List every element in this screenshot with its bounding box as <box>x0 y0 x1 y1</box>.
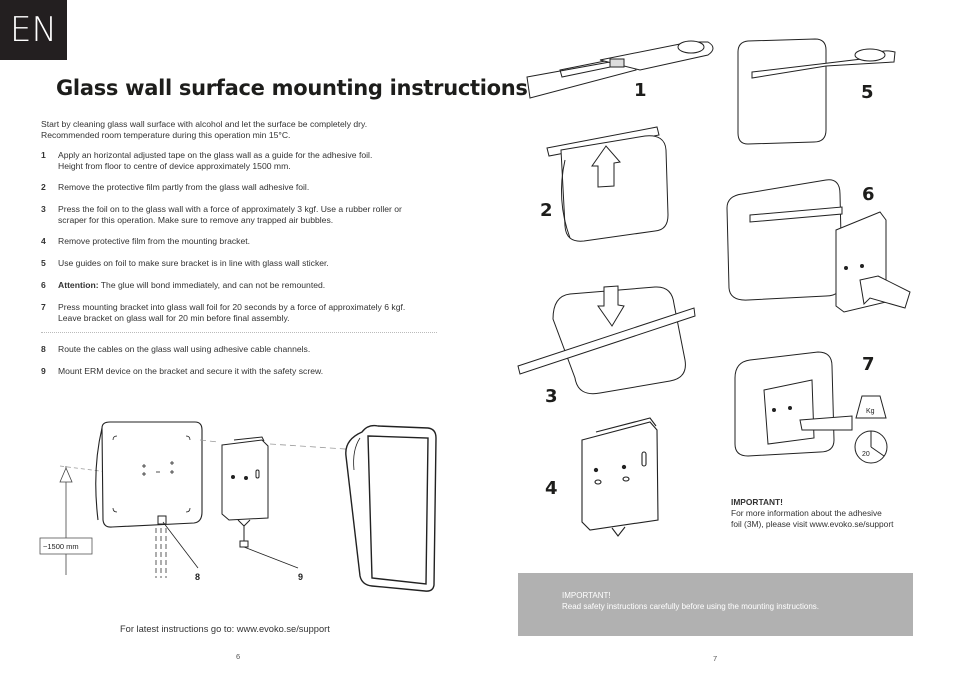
figure-number-3: 3 <box>545 386 558 407</box>
attention-label: Attention: <box>58 280 99 291</box>
figure-number-1: 1 <box>634 80 647 101</box>
step-8: 8 Route the cables on the glass wall usi… <box>41 344 451 355</box>
step-line: Remove protective film from the mounting… <box>58 236 251 247</box>
attention-text: The glue will bond immediately, and can … <box>98 280 326 291</box>
note-line: For more information about the adhesive <box>731 508 882 518</box>
intro-line: Recommended room temperature during this… <box>41 129 291 140</box>
step-line: Height from floor to centre of device ap… <box>58 160 291 171</box>
step-number: 7 <box>41 302 46 313</box>
step-number: 5 <box>41 258 46 269</box>
step-4: 4 Remove protective film from the mounti… <box>41 236 451 247</box>
note-line: foil (3M), please visit www.evoko.se/sup… <box>731 519 894 529</box>
safety-notice-box: IMPORTANT! Read safety instructions care… <box>518 573 913 636</box>
step-line: Press the foil on to the glass wall with… <box>58 204 402 215</box>
step-6: 6 Attention: The glue will bond immediat… <box>41 280 451 291</box>
diagram-label-9: 9 <box>298 572 303 582</box>
step-number: 9 <box>41 365 46 376</box>
support-link-text: For latest instructions go to: www.evoko… <box>120 624 330 634</box>
height-label: ~1500 mm <box>43 542 79 551</box>
step-line: Attention: The glue will bond immediatel… <box>58 280 451 291</box>
step-number: 2 <box>41 182 46 193</box>
adhesive-info-note: IMPORTANT! For more information about th… <box>731 497 921 530</box>
weight-unit: Kg <box>866 408 875 415</box>
figure-3-scraper <box>517 285 696 395</box>
step-line: Route the cables on the glass wall using… <box>58 344 311 354</box>
height-indicator <box>39 465 109 575</box>
step-number: 6 <box>41 280 46 291</box>
step-line: Apply an horizontal adjusted tape on the… <box>58 150 373 160</box>
figure-6-press-bracket <box>726 179 911 313</box>
step-line: Leave bracket on glass wall for 20 min b… <box>58 312 290 323</box>
step-line: scraper for this operation. Make sure to… <box>58 214 334 225</box>
safety-heading: IMPORTANT! <box>562 591 611 600</box>
note-heading: IMPORTANT! <box>731 497 783 507</box>
figure-number-5: 5 <box>861 82 874 103</box>
step-7: 7 Press mounting bracket into glass wall… <box>41 302 451 323</box>
timer-value: 20 <box>862 451 870 458</box>
figure-1-tape-level <box>526 40 714 99</box>
step-number: 4 <box>41 236 46 247</box>
cable-channel-drawing <box>155 528 167 578</box>
step-line: Press mounting bracket into glass wall f… <box>58 302 406 313</box>
figure-number-2: 2 <box>540 200 553 221</box>
figure-2-foil <box>546 126 669 242</box>
section-divider <box>41 332 437 333</box>
step-line: Use guides on foil to make sure bracket … <box>58 258 329 269</box>
figure-4-bracket <box>581 417 659 537</box>
step-1: 1 Apply an horizontal adjusted tape on t… <box>41 150 451 171</box>
figure-number-4: 4 <box>545 478 558 499</box>
figure-number-7: 7 <box>862 354 875 375</box>
figure-number-6: 6 <box>862 184 875 205</box>
intro-text: Start by cleaning glass wall surface wit… <box>41 119 441 140</box>
page-number-left: 6 <box>236 652 241 661</box>
erm-device-drawing <box>345 424 437 592</box>
step-9: 9 Mount ERM device on the bracket and se… <box>41 366 451 377</box>
step-3: 3 Press the foil on to the glass wall wi… <box>41 204 451 225</box>
language-tab: EN <box>0 0 67 60</box>
step-number: 8 <box>41 344 46 354</box>
safety-text: Read safety instructions carefully befor… <box>562 602 820 611</box>
page-title: Glass wall surface mounting instructions… <box>56 76 536 100</box>
steps-list-cables: 8 Route the cables on the glass wall usi… <box>41 344 451 377</box>
steps-list: 1 Apply an horizontal adjusted tape on t… <box>41 150 451 324</box>
step-line: Mount ERM device on the bracket and secu… <box>58 365 324 376</box>
diagram-label-8: 8 <box>195 572 200 582</box>
step-number: 1 <box>41 150 46 160</box>
mounting-bracket-drawing <box>221 436 269 527</box>
page-number-right: 7 <box>713 654 718 663</box>
intro-line: Start by cleaning glass wall surface wit… <box>41 119 368 129</box>
step-number: 3 <box>41 204 46 215</box>
step-line: Remove the protective film partly from t… <box>58 182 310 193</box>
step-2: 2 Remove the protective film partly from… <box>41 182 451 193</box>
adhesive-foil-drawing <box>95 421 203 528</box>
step-5: 5 Use guides on foil to make sure bracke… <box>41 258 451 269</box>
